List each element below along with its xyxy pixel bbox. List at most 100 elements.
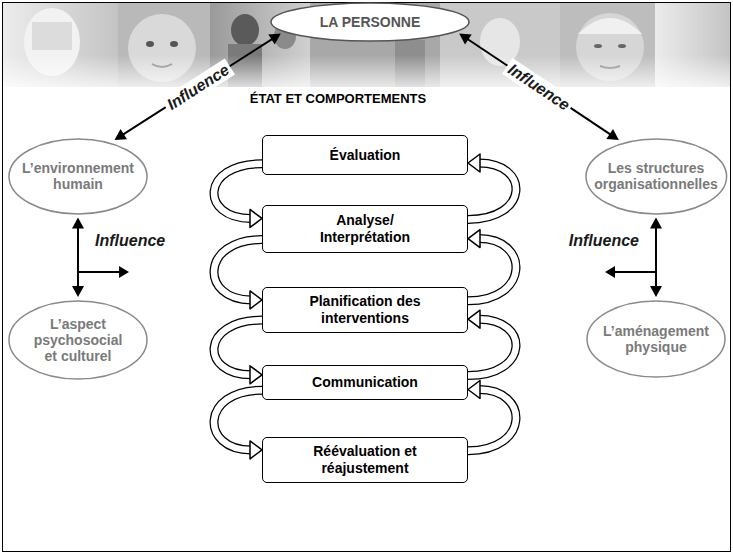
ellipse-node: L’aménagement physique <box>586 300 726 378</box>
text-group: Communication <box>312 374 418 391</box>
factor-label: L’aspect psychosocial et culturel <box>28 316 128 364</box>
ellipse-outline <box>271 3 469 41</box>
arrow-body-fill <box>468 239 516 301</box>
ellipse-node: LA PERSONNE <box>270 2 470 42</box>
cycle-arrow <box>214 164 262 228</box>
arrow-head <box>468 381 480 399</box>
arrow-body-outline <box>468 319 516 375</box>
ellipse-outline <box>587 301 725 377</box>
arrow-body-fill <box>468 390 516 451</box>
arrow-head <box>119 266 129 278</box>
text-group: L’aménagement physique <box>599 323 714 355</box>
cycle-arrow <box>214 390 262 459</box>
text-group: Planification des interventions <box>295 293 435 327</box>
arrow-body-outline <box>214 240 262 300</box>
process-box: Réévaluation et réajustement <box>262 437 468 483</box>
arrow-head <box>250 441 262 459</box>
edge-label: Influence <box>92 231 168 250</box>
arrow-head <box>250 209 262 227</box>
influence-arrow <box>72 218 84 298</box>
text-group: L’aspect psychosocial et culturel <box>28 316 128 364</box>
arrow-head <box>115 129 127 140</box>
connector-line <box>122 38 273 135</box>
photo-eye <box>146 41 154 47</box>
photo-figure <box>32 22 72 50</box>
photo-eye <box>594 44 602 48</box>
cycle-arrow <box>214 320 262 384</box>
influence-arrow <box>115 34 281 141</box>
process-box: Communication <box>262 365 468 400</box>
photo-eye <box>618 44 626 48</box>
process-box: Analyse/ Interprétation <box>262 205 468 253</box>
arrow-head <box>250 366 262 384</box>
text-group: LA PERSONNE <box>320 14 421 31</box>
text-group: Analyse/ Interprétation <box>305 212 425 246</box>
arrow-body-outline <box>214 320 262 375</box>
text-group: Réévaluation et réajustement <box>295 443 435 477</box>
photo-figure <box>231 14 259 46</box>
arrow-head <box>72 218 84 229</box>
ellipse-outline <box>9 301 147 379</box>
process-box: Planification des interventions <box>262 287 468 333</box>
photo-eye <box>170 41 178 47</box>
arrow-body-fill <box>214 390 262 450</box>
arrow-head <box>459 34 471 45</box>
connector-line <box>655 227 657 289</box>
arrow-body-outline <box>468 239 516 301</box>
arrow-body-outline <box>214 390 262 450</box>
influence-arrow <box>459 34 619 141</box>
ellipse-node: L’environnement humain <box>8 138 148 215</box>
cycle-arrow <box>468 381 516 451</box>
cycle-arrow <box>468 154 516 219</box>
arrow-head <box>250 291 262 309</box>
arrow-body-fill <box>214 320 262 375</box>
cycle-arrow <box>468 230 516 301</box>
factor-label: L’aménagement physique <box>599 323 714 355</box>
arrow-body-outline <box>214 164 262 219</box>
arrow-head <box>650 286 662 297</box>
arrow-head <box>268 34 280 45</box>
photo-banner <box>3 3 730 87</box>
text-group: Les structures organisationnelles <box>591 160 721 192</box>
photo-fade <box>3 55 730 87</box>
process-box: Évaluation <box>262 135 468 175</box>
arrow-head <box>650 218 662 229</box>
ellipse-node: L’aspect psychosocial et culturel <box>8 300 148 380</box>
arrow-body-fill <box>214 164 262 219</box>
influence-pointer <box>615 271 656 273</box>
arrow-head <box>606 129 618 140</box>
connector-line <box>467 38 612 135</box>
factor-label: Les structures organisationnelles <box>591 160 721 192</box>
arrow-body-outline <box>468 390 516 451</box>
arrow-body-outline <box>468 163 516 219</box>
step-label: Communication <box>312 374 418 391</box>
arrow-body-fill <box>214 240 262 300</box>
edge-label: Influence <box>502 58 576 116</box>
step-label: Planification des interventions <box>295 293 435 327</box>
arrow-head <box>468 154 480 172</box>
text-group: L’environnement humain <box>18 160 138 192</box>
step-label: Réévaluation et réajustement <box>295 443 435 477</box>
frame-border <box>3 3 731 552</box>
ellipse-outline <box>586 139 727 214</box>
arrow-body-fill <box>468 319 516 375</box>
influence-pointer <box>78 271 119 273</box>
connector-line <box>77 227 79 289</box>
cycle-arrow <box>214 240 262 309</box>
edge-label: Influence <box>566 231 642 250</box>
photo-hair <box>578 18 642 34</box>
ellipse-outline <box>9 139 147 214</box>
arrow-head <box>72 286 84 297</box>
factor-label: LA PERSONNE <box>320 14 421 31</box>
section-heading: ÉTAT ET COMPORTEMENTS <box>250 91 426 107</box>
arrow-body-fill <box>468 163 516 219</box>
cycle-arrow <box>468 310 516 375</box>
step-label: Analyse/ Interprétation <box>305 212 425 246</box>
step-label: Évaluation <box>330 147 401 164</box>
text-group: Évaluation <box>330 147 401 164</box>
ellipse-node: Les structures organisationnelles <box>585 138 728 215</box>
factor-label: L’environnement humain <box>18 160 138 192</box>
